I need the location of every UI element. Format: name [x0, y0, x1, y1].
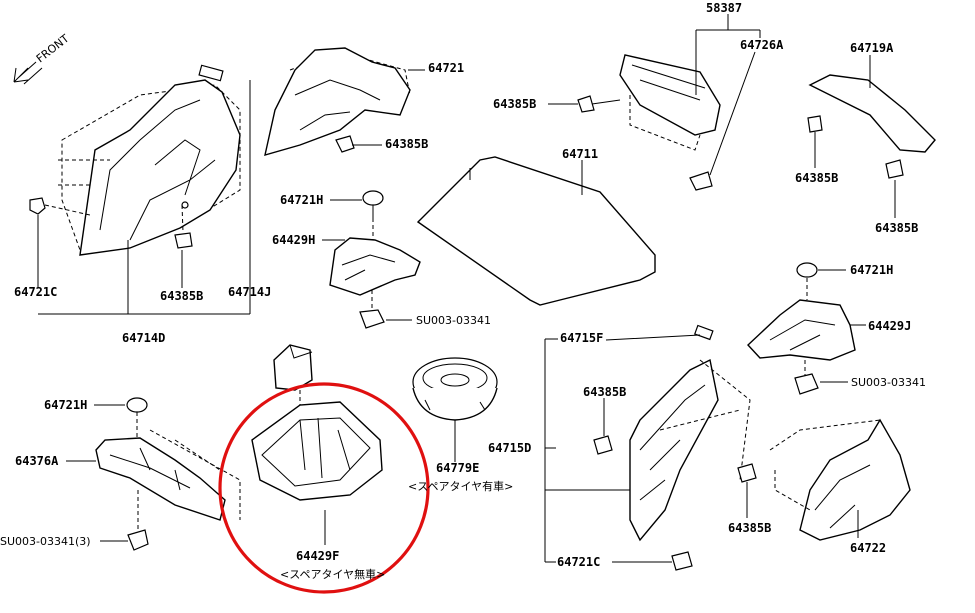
label-64429j: 64429J: [868, 319, 911, 333]
rear-panel-58387: [619, 54, 721, 151]
clip-64721c-left: [29, 197, 46, 215]
label-64721c-bottom: 64721C: [557, 555, 600, 569]
rear-trim-64715d: [629, 324, 751, 542]
label-64429f: 64429F: [296, 549, 339, 563]
label-su003-right: SU003-03341: [851, 376, 926, 389]
highlight-circle: [218, 382, 430, 594]
label-64376a: 64376A: [15, 454, 59, 468]
label-64715f: 64715F: [560, 331, 603, 345]
label-64385b-left: 64385B: [160, 289, 203, 303]
label-64711: 64711: [562, 147, 598, 161]
label-64385b-mid: 64385B: [385, 137, 428, 151]
label-64385b-bottom-right: 64385B: [728, 521, 771, 535]
label-64385b-top-left: 64385B: [493, 97, 536, 111]
label-64721h-left: 64721H: [44, 398, 87, 412]
bracket-64429j: [747, 299, 856, 361]
clip-64385b-right-lower: [885, 159, 904, 179]
clip-su003-center: [359, 309, 385, 329]
label-64719a: 64719A: [850, 41, 894, 55]
front-arrow-icon: [13, 61, 43, 85]
wheel-house-cover-64722: [769, 418, 911, 541]
note-with-spare: <スペアタイヤ有車>: [408, 479, 513, 493]
floor-mat-64711: [416, 156, 656, 306]
label-64721: 64721: [428, 61, 464, 75]
clip-64721h-left: [126, 397, 148, 413]
label-su003-left: SU003-03341(3): [0, 535, 91, 548]
label-64721h-center: 64721H: [280, 193, 323, 207]
quarter-trim-left: [61, 64, 241, 256]
clip-su003-right: [794, 373, 819, 395]
spare-tray-64429f: [251, 401, 383, 501]
front-label: FRONT: [34, 32, 72, 66]
bracket-64376a: [95, 429, 241, 521]
label-64726a: 64726A: [740, 38, 784, 52]
clip-64385b-top-left: [577, 95, 595, 113]
label-64714d: 64714D: [122, 331, 165, 345]
label-64779e: 64779E: [436, 461, 479, 475]
wheel-house-cover-64721: [264, 47, 411, 156]
label-58387: 58387: [706, 1, 742, 15]
label-64721h-right: 64721H: [850, 263, 893, 277]
clip-64726a: [689, 171, 713, 191]
box-64429f: [273, 344, 313, 391]
clip-64721h-right: [796, 262, 818, 278]
label-64714j: 64714J: [228, 285, 271, 299]
clip-64385b-mid: [335, 135, 355, 153]
clip-64721h-center: [362, 190, 384, 218]
sill-plate-64719a: [808, 74, 936, 153]
label-64721c: 64721C: [14, 285, 57, 299]
clip-64721c-bottom: [671, 551, 693, 571]
label-64429h: 64429H: [272, 233, 315, 247]
clip-64385b-right-upper: [807, 115, 823, 133]
label-64715d: 64715D: [488, 441, 531, 455]
label-su003-center: SU003-03341: [416, 314, 491, 327]
note-without-spare: <スペアタイヤ無車>: [280, 567, 385, 581]
spare-cover-64779e: [412, 357, 498, 421]
label-64722: 64722: [850, 541, 886, 555]
clip-64385b-left: [174, 232, 193, 249]
clip-64385b-bottom-right: [737, 463, 757, 483]
label-64385b-lower-center: 64385B: [583, 385, 626, 399]
label-64385b-right-lower: 64385B: [875, 221, 918, 235]
label-64385b-right-upper: 64385B: [795, 171, 838, 185]
bracket-64429h: [329, 237, 421, 296]
clip-su003-left: [127, 529, 149, 551]
clip-64385b-lower-center: [593, 435, 613, 455]
